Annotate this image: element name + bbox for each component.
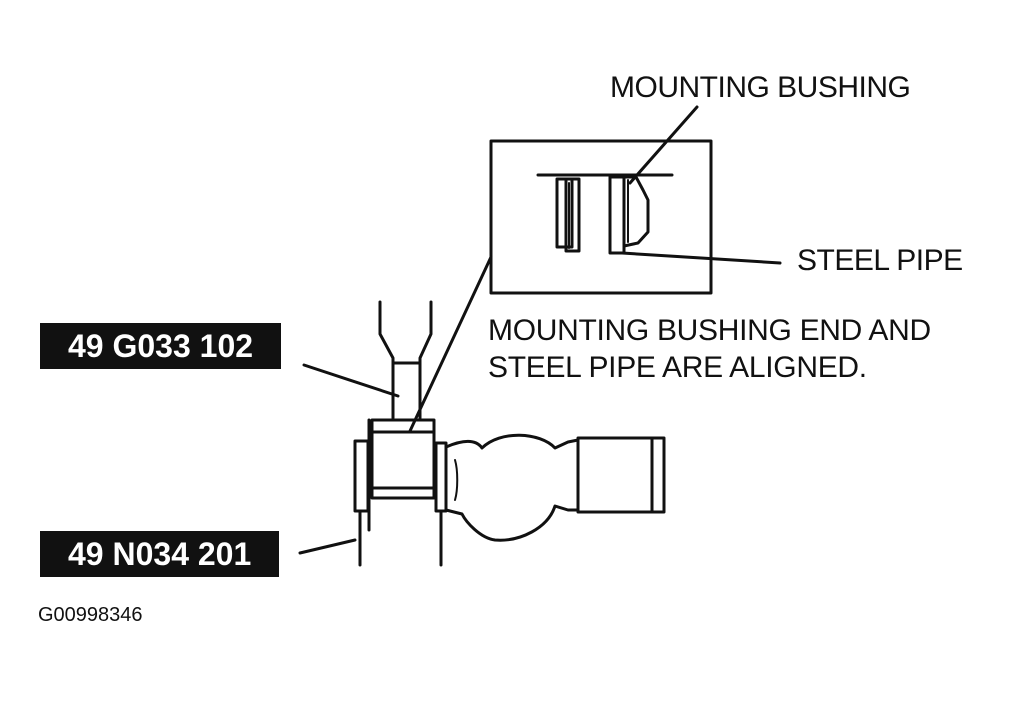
arm-end-cylinder [576,436,666,514]
steel-pipe-leader [620,251,782,265]
alignment-note-line-2: STEEL PIPE ARE ALIGNED. [488,351,867,384]
steel-pipe-label: STEEL PIPE [797,244,963,277]
figure-id: G00998346 [38,604,143,626]
tool-tag-upper: 49 G033 102 [40,323,282,369]
mounting-bushing-leader [628,105,699,185]
lower-tool-right [434,441,448,567]
inset-right-section [608,175,650,255]
upper-tool-drawing [378,300,433,420]
arm-joint-outline [444,433,580,542]
lower-tool-left [353,439,371,567]
detail-inset-frame [489,139,713,295]
lower-tool-leader [298,538,357,555]
tool-tag-lower: 49 N034 201 [40,531,280,577]
mounting-bushing-label: MOUNTING BUSHING [610,71,911,104]
inset-left-section [555,177,581,253]
alignment-note-line-1: MOUNTING BUSHING END AND [488,314,931,347]
arm-joint-detail [454,459,459,501]
upper-tool-leader [302,363,400,398]
inset-to-part-leader [408,255,493,433]
bushing-housing-drawing [367,418,436,502]
